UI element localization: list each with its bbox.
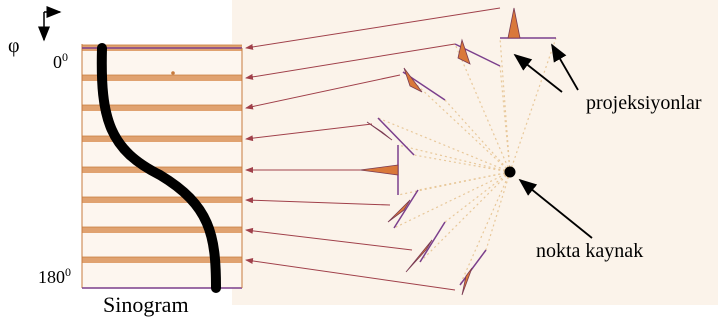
point-source-dot — [505, 167, 516, 178]
phi-axis-indicator — [44, 12, 60, 40]
angle-end-label: 1800 — [38, 265, 71, 288]
figure-backdrop — [232, 0, 718, 305]
sinogram-row — [82, 197, 242, 203]
sinogram-row — [82, 227, 242, 233]
sinogram-label: Sinogram — [103, 292, 189, 318]
sinogram-speck — [171, 71, 175, 75]
phi-label: φ — [8, 35, 20, 58]
angle-start-label: 00 — [53, 50, 68, 73]
sinogram-row — [82, 136, 242, 142]
projections-label: projeksiyonlar — [586, 92, 702, 115]
sinogram — [82, 44, 242, 288]
point-source-label: nokta kaynak — [536, 240, 643, 263]
